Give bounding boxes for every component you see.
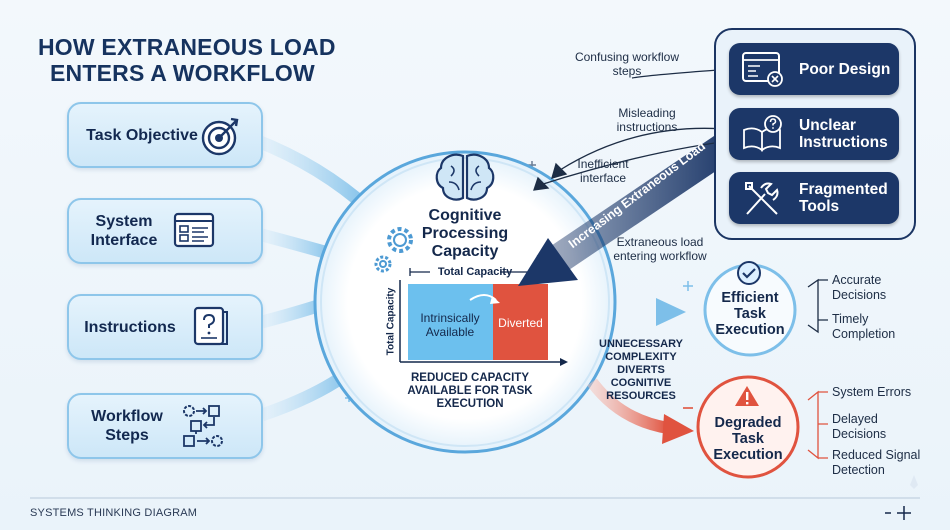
efficient-outcome-2: Timely Completion [832, 312, 896, 341]
degraded-outcome-2: Delayed Decisions [832, 412, 887, 441]
warning-icon [735, 386, 759, 406]
page-title: HOW EXTRANEOUS LOAD ENTERS A WORKFLOW [38, 34, 336, 86]
bar-diverted [493, 284, 548, 360]
input-instructions: Instructions [67, 294, 263, 360]
chart-title: Total Capacity [437, 266, 513, 278]
note-misleading: Misleading instructions [616, 106, 678, 134]
note-diverts: UNNECESSARY COMPLEXITY DIVERTS COGNITIVE… [599, 338, 683, 402]
note-inefficient: Inefficient interface [577, 157, 629, 185]
arrow-task-objective [252, 133, 375, 215]
tools-icon [745, 182, 779, 215]
gear-icon [374, 227, 413, 273]
degraded-circle [696, 375, 800, 479]
note-confusing: Confusing workflow steps [574, 50, 680, 78]
arrow-degraded [587, 378, 670, 434]
interface-icon [173, 212, 215, 248]
extraneous-load-arrow [518, 127, 744, 286]
input-label: System Interface [90, 213, 158, 249]
capacity-chart [399, 268, 568, 366]
title-line-2: ENTERS A WORKFLOW [50, 60, 315, 86]
workflow-icon [183, 405, 223, 447]
source-unclear-instructions: Unclear Instructions [729, 108, 899, 160]
efficient-label: Efficient Task Execution [715, 290, 785, 338]
input-task-objective: Task Objective [67, 102, 263, 168]
target-icon [201, 117, 239, 156]
manual-icon [193, 306, 228, 346]
title-line-1: HOW EXTRANEOUS LOAD [38, 34, 336, 60]
browser-error-icon [742, 52, 783, 87]
note-entering: Extraneous load entering workflow [613, 235, 707, 263]
source-fragmented-tools: Fragmented Tools [729, 172, 899, 224]
degraded-label: Degraded Task Execution [713, 415, 783, 463]
sparkle-icon [910, 475, 918, 489]
source-label: Unclear Instructions [799, 117, 888, 151]
input-workflow-steps: Workflow Steps [67, 393, 263, 459]
outcome-brackets [807, 278, 828, 460]
source-label: Poor Design [799, 60, 891, 78]
brain-icon [435, 153, 495, 201]
bar-diverted-label: Diverted [498, 316, 543, 330]
book-question-icon [743, 115, 782, 152]
plus-minus-icon [885, 506, 911, 520]
bar-available-label: Intrinsically Available [420, 311, 480, 339]
check-icon [737, 261, 761, 285]
input-system-interface: System Interface [67, 198, 263, 264]
chart-y-axis-label: Total Capacity [385, 287, 397, 356]
input-label: Task Objective [86, 126, 198, 144]
degraded-outcome-3: Reduced Signal Detection [832, 448, 921, 477]
source-label: Fragmented Tools [799, 181, 888, 215]
capacity-caption: REDUCED CAPACITY AVAILABLE FOR TASK EXEC… [407, 372, 533, 410]
capacity-title: Cognitive Processing Capacity [421, 207, 509, 260]
input-label: Workflow Steps [91, 408, 163, 444]
input-label: Instructions [84, 318, 176, 336]
source-poor-design: Poor Design [729, 43, 899, 95]
footer-label: SYSTEMS THINKING DIAGRAM [30, 507, 198, 519]
efficient-outcome-1: Accurate Decisions [832, 273, 887, 302]
degraded-outcome-1: System Errors [832, 385, 912, 399]
